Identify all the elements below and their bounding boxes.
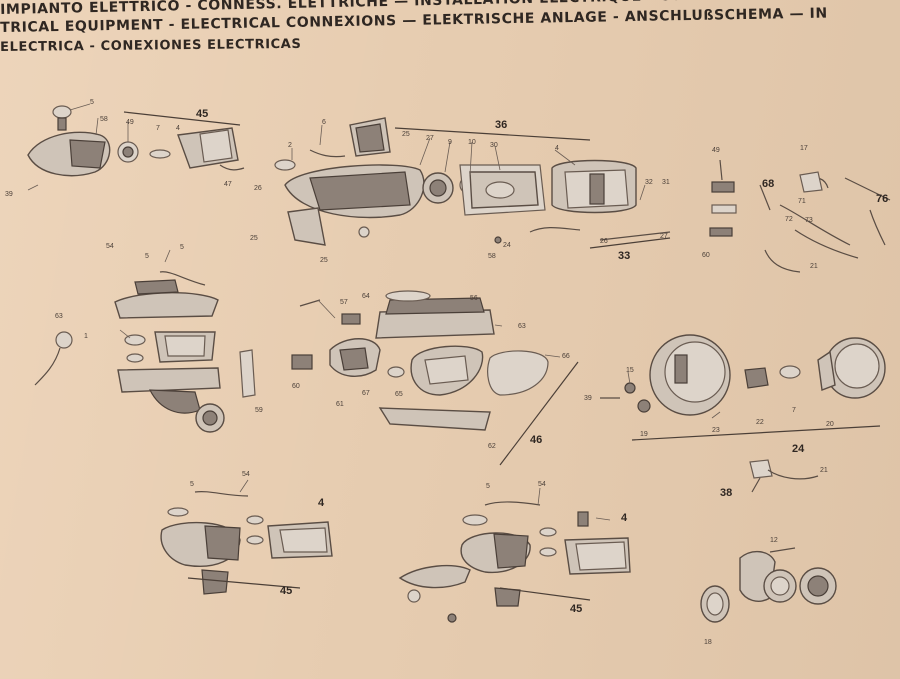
group-45b-bracket [187, 577, 301, 589]
callout: 30 [490, 142, 498, 149]
group-36-bracket [394, 127, 591, 141]
callout: 17 [800, 145, 808, 152]
group-labels: 45 36 68 76 33 46 24 38 4 45 4 45 [196, 108, 888, 615]
callout: 18 [704, 639, 712, 646]
callout: 49 [126, 119, 134, 126]
callout: 4 [176, 125, 180, 132]
callout: 63 [55, 313, 63, 320]
callout: 5 [486, 483, 490, 490]
group-label-4-right: 4 [621, 512, 628, 524]
leader-lines [69, 103, 721, 521]
group-label-45-bottom-middle: 45 [570, 603, 582, 615]
callout: 65 [395, 391, 403, 398]
group-label-46: 46 [530, 434, 542, 446]
callout: 39 [5, 191, 13, 198]
assembly-tail-light [291, 290, 549, 431]
callout: 66 [562, 353, 570, 360]
callout: 4 [555, 145, 559, 152]
group-label-38: 38 [720, 487, 732, 499]
callout: 10 [468, 139, 476, 146]
callout: 21 [810, 263, 818, 270]
callout: 59 [255, 407, 263, 414]
callout: 22 [756, 419, 764, 426]
group-label-45-top: 45 [196, 108, 208, 120]
callout: 63 [518, 323, 526, 330]
callout: 61 [336, 401, 344, 408]
callout: 20 [826, 421, 834, 428]
callout: 5 [180, 244, 184, 251]
callout: 27 [660, 233, 668, 240]
assembly-connector-38 [749, 459, 819, 493]
group-45-bracket [123, 111, 241, 126]
callout: 27 [426, 135, 434, 142]
callout: 9 [448, 139, 452, 146]
callout: 49 [712, 147, 720, 154]
callout: 62 [488, 443, 496, 450]
assembly-switch-middle-left [34, 271, 256, 433]
callout: 71 [798, 198, 806, 205]
callout: 5 [90, 99, 94, 106]
group-46-bracket [499, 361, 579, 466]
callout: 15 [626, 367, 634, 374]
callout: 39 [584, 395, 592, 402]
assembly-headlamp [600, 334, 886, 416]
group-label-45-bottom-left: 45 [280, 585, 292, 597]
callout: 57 [340, 299, 348, 306]
callout: 23 [712, 427, 720, 434]
group-45c-bracket [499, 587, 591, 601]
part-callouts: 5 58 49 7 4 47 39 6 2 25 27 9 10 30 4 32… [5, 99, 834, 646]
callout: 47 [224, 181, 232, 188]
group-label-33: 33 [618, 250, 630, 262]
callout: 7 [792, 407, 796, 414]
group-label-4-left: 4 [318, 497, 325, 509]
callout: 73 [805, 217, 813, 224]
callout: 56 [470, 295, 478, 302]
callout: 5 [190, 481, 194, 488]
callout: 19 [640, 431, 648, 438]
callout: 25 [402, 131, 410, 138]
callout: 54 [242, 471, 250, 478]
callout: 60 [292, 383, 300, 390]
callout: 72 [785, 216, 793, 223]
callout: 60 [702, 252, 710, 259]
assembly-wiring-harness [709, 159, 891, 273]
callout: 2 [288, 142, 292, 149]
group-label-68: 68 [762, 178, 774, 190]
callout: 26 [600, 238, 608, 245]
group-33-bracket [589, 237, 671, 249]
callout: 25 [250, 235, 258, 242]
callout: 7 [156, 125, 160, 132]
callout: 5 [145, 253, 149, 260]
callout: 6 [322, 119, 326, 126]
callout: 24 [503, 242, 511, 249]
callout: 26 [254, 185, 262, 192]
group-label-24: 24 [792, 443, 805, 455]
callout: 58 [100, 116, 108, 123]
assembly-indicator-lamp [700, 547, 837, 623]
callout: 21 [820, 467, 828, 474]
callout: 67 [362, 390, 370, 397]
group-24-bracket [631, 425, 881, 441]
callout: 58 [488, 253, 496, 260]
callout: 54 [538, 481, 546, 488]
callout: 32 [645, 179, 653, 186]
callout: 54 [106, 243, 114, 250]
group-label-76: 76 [876, 193, 888, 205]
callout: 1 [84, 333, 88, 340]
assembly-switch-bottom-middle [398, 501, 631, 623]
group-label-36: 36 [495, 119, 507, 131]
assembly-switch-bottom-left [160, 490, 333, 595]
assembly-left-switch-top [27, 105, 245, 191]
assembly-headlight-shell-top [274, 117, 671, 246]
callout: 12 [770, 537, 778, 544]
callout: 31 [662, 179, 670, 186]
callout: 25 [320, 257, 328, 264]
callout: 64 [362, 293, 370, 300]
